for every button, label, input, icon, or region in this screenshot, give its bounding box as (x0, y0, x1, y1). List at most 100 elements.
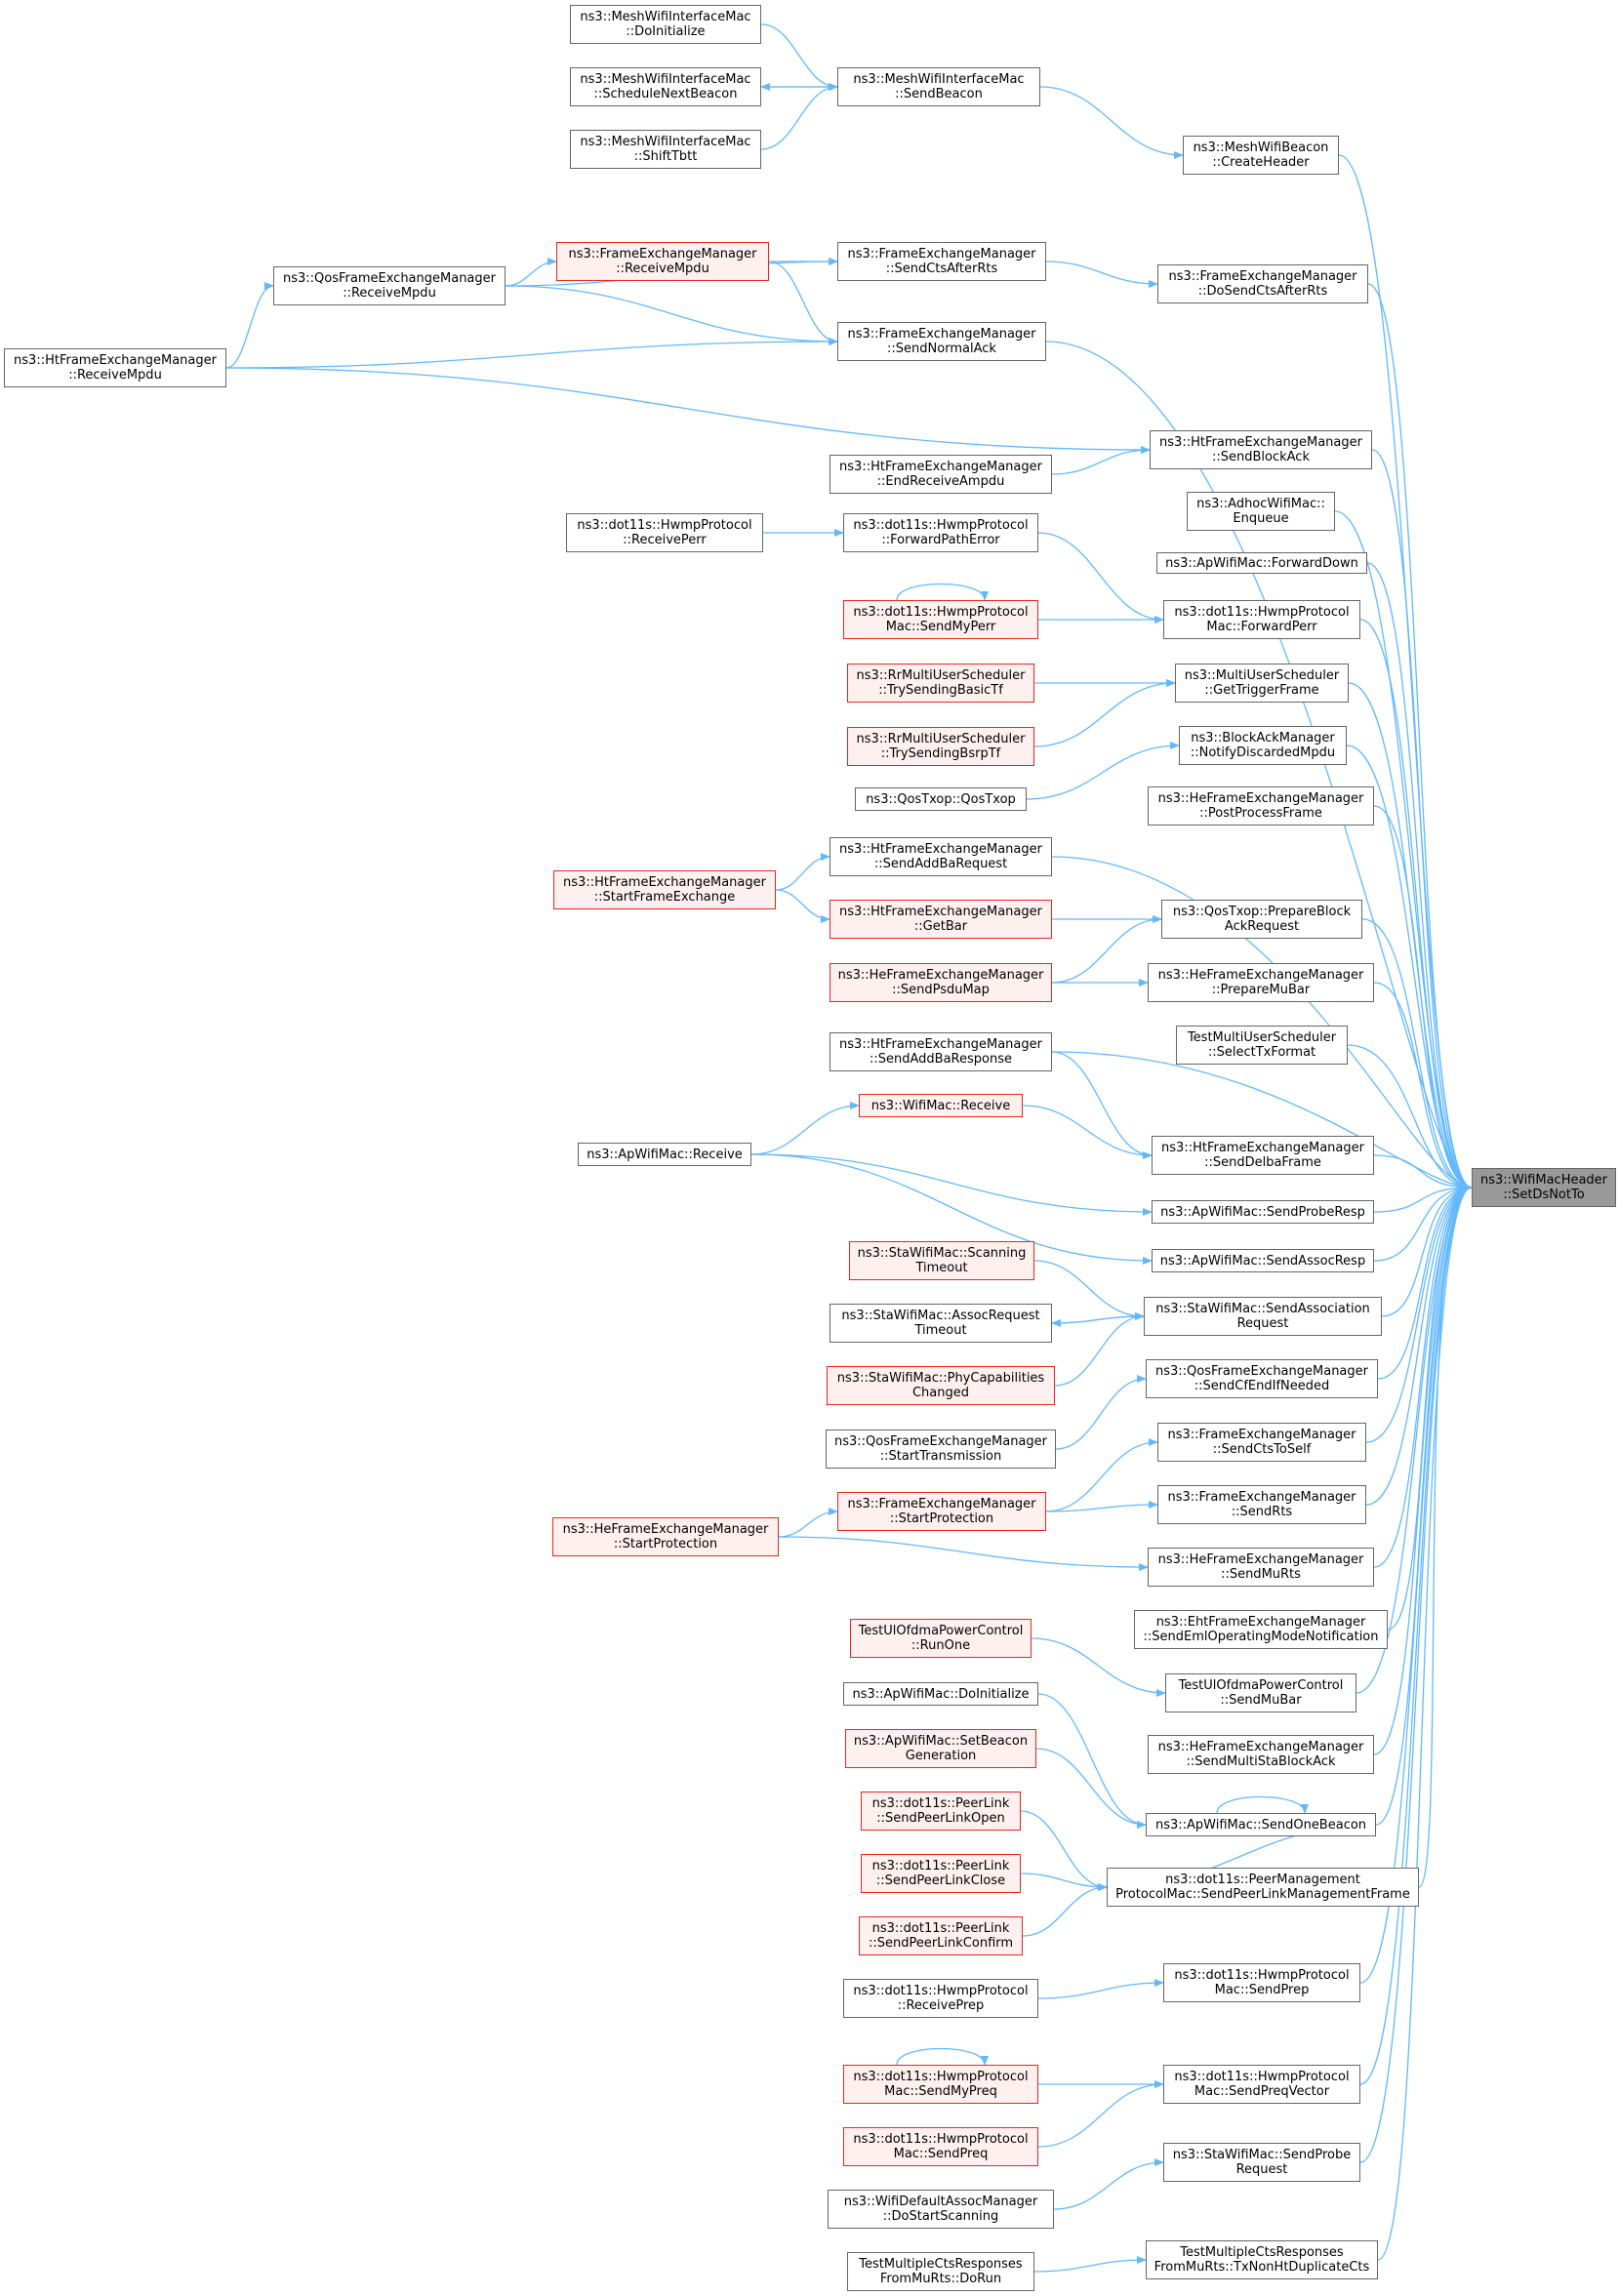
node-label-line: ns3::HtFrameExchangeManager (1161, 1141, 1364, 1155)
node-rr-try-sending-bsrp-tf[interactable]: ns3::RrMultiUserScheduler::TrySendingBsr… (847, 727, 1034, 766)
call-edge-to-target (1371, 449, 1473, 1191)
node-peer-link-send-confirm[interactable]: ns3::dot11s::PeerLink::SendPeerLinkConfi… (859, 1916, 1023, 1955)
node-set-ds-not-to[interactable]: ns3::WifiMacHeader::SetDsNotTo (1472, 1168, 1616, 1207)
call-edge-to-target (1373, 805, 1473, 1191)
node-eht-fem-send-eml-operating-mode-notification[interactable]: ns3::EhtFrameExchangeManager::SendEmlOpe… (1134, 1610, 1388, 1649)
node-label-line: ns3::MeshWifiBeacon (1193, 141, 1329, 155)
node-qos-fem-receive-mpdu[interactable]: ns3::QosFrameExchangeManager::ReceiveMpd… (273, 266, 506, 305)
node-ap-wifi-mac-send-probe-resp[interactable]: ns3::ApWifiMac::SendProbeResp (1152, 1200, 1374, 1224)
node-wifi-default-assoc-manager-do-start-scanning[interactable]: ns3::WifiDefaultAssocManager::DoStartSca… (828, 2190, 1054, 2229)
node-label-line: ProtocolMac::SendPeerLinkManagementFrame (1115, 1887, 1410, 1902)
node-peer-link-send-close[interactable]: ns3::dot11s::PeerLink::SendPeerLinkClose (861, 1854, 1021, 1893)
node-ht-fem-send-addba-request[interactable]: ns3::HtFrameExchangeManager::SendAddBaRe… (830, 837, 1052, 876)
node-test-ul-ofdma-run-one[interactable]: TestUlOfdmaPowerControl::RunOne (850, 1619, 1032, 1658)
node-peer-link-send-open[interactable]: ns3::dot11s::PeerLink::SendPeerLinkOpen (861, 1792, 1021, 1831)
call-edge (760, 23, 838, 91)
node-fem-send-cts-after-rts[interactable]: ns3::FrameExchangeManager::SendCtsAfterR… (837, 242, 1046, 281)
node-adhoc-wifi-mac-enqueue[interactable]: ns3::AdhocWifiMac::Enqueue (1187, 492, 1335, 531)
node-ht-fem-end-receive-ampdu[interactable]: ns3::HtFrameExchangeManager::EndReceiveA… (830, 455, 1052, 494)
call-edge (750, 1102, 860, 1155)
node-test-mus-select-tx-format[interactable]: TestMultiUserScheduler::SelectTxFormat (1176, 1026, 1348, 1065)
node-mesh-wifi-beacon-create-header[interactable]: ns3::MeshWifiBeacon::CreateHeader (1183, 136, 1339, 175)
node-label-line: ns3::HtFrameExchangeManager (839, 1037, 1042, 1052)
node-fem-send-normal-ack[interactable]: ns3::FrameExchangeManager::SendNormalAck (837, 322, 1046, 361)
node-label-line: ns3::HtFrameExchangeManager (1159, 435, 1362, 450)
node-label-line: ::SendMuBar (1220, 1693, 1302, 1708)
node-ap-wifi-mac-forward-down[interactable]: ns3::ApWifiMac::ForwardDown (1156, 552, 1367, 574)
node-hwmp-receive-perr[interactable]: ns3::dot11s::HwmpProtocol::ReceivePerr (566, 513, 763, 552)
node-label-line: FromMuRts::DoRun (879, 2272, 1002, 2286)
call-edge-to-target (1377, 1184, 1473, 1380)
node-wifi-mac-receive[interactable]: ns3::WifiMac::Receive (859, 1094, 1023, 1117)
node-label-line: ::SendAddBaResponse (870, 1052, 1012, 1067)
node-he-fem-send-multi-sta-block-ack[interactable]: ns3::HeFrameExchangeManager::SendMultiSt… (1148, 1735, 1374, 1774)
node-label-line: ::StartTransmission (879, 1449, 1002, 1464)
node-label-line: ::SendPeerLinkClose (875, 1873, 1006, 1888)
node-ap-wifi-mac-do-initialize[interactable]: ns3::ApWifiMac::DoInitialize (843, 1682, 1038, 1706)
node-label-line: ns3::BlockAckManager (1191, 731, 1335, 745)
node-fem-start-protection[interactable]: ns3::FrameExchangeManager::StartProtecti… (837, 1492, 1046, 1531)
node-qostxop-qostxop[interactable]: ns3::QosTxop::QosTxop (855, 787, 1027, 811)
node-mesh-wifi-interface-mac-shift-tbtt[interactable]: ns3::MeshWifiInterfaceMac::ShiftTbtt (570, 130, 761, 169)
node-ht-fem-send-block-ack[interactable]: ns3::HtFrameExchangeManager::SendBlockAc… (1150, 430, 1372, 469)
node-label-line: ::EndReceiveAmpdu (876, 474, 1005, 489)
call-edge-to-target (1347, 1044, 1473, 1191)
node-label-line: ns3::QosFrameExchangeManager (833, 1434, 1047, 1449)
node-ap-wifi-mac-send-one-beacon[interactable]: ns3::ApWifiMac::SendOneBeacon (1146, 1813, 1376, 1836)
node-fem-do-send-cts-after-rts[interactable]: ns3::FrameExchangeManager::DoSendCtsAfte… (1157, 264, 1368, 303)
node-mus-get-trigger-frame[interactable]: ns3::MultiUserScheduler::GetTriggerFrame (1175, 664, 1349, 703)
node-label-line: ::SetDsNotTo (1503, 1188, 1585, 1202)
call-edge (1051, 915, 1162, 984)
node-mesh-wifi-interface-mac-send-beacon[interactable]: ns3::MeshWifiInterfaceMac::SendBeacon (837, 67, 1040, 106)
node-label-line: ns3::WifiDefaultAssocManager (843, 2195, 1038, 2209)
node-label-line: TestMultiUserScheduler (1187, 1030, 1337, 1045)
node-he-fem-start-protection[interactable]: ns3::HeFrameExchangeManager::StartProtec… (552, 1517, 779, 1556)
node-label-line: ns3::FrameExchangeManager (568, 247, 757, 262)
node-hwmp-forward-path-error[interactable]: ns3::dot11s::HwmpProtocol::ForwardPathEr… (843, 513, 1038, 552)
node-bam-notify-discarded-mpdu[interactable]: ns3::BlockAckManager::NotifyDiscardedMpd… (1179, 726, 1347, 765)
node-qos-fem-start-transmission[interactable]: ns3::QosFrameExchangeManager::StartTrans… (826, 1430, 1056, 1469)
node-qos-fem-send-cf-end-if-needed[interactable]: ns3::QosFrameExchangeManager::SendCfEndI… (1146, 1359, 1378, 1398)
node-label-line: ns3::dot11s::HwmpProtocol (853, 518, 1029, 533)
node-mesh-wifi-interface-mac-schedule-next-beacon[interactable]: ns3::MeshWifiInterfaceMac::ScheduleNextB… (570, 67, 761, 106)
node-label-line: TestMultipleCtsResponses (1180, 2245, 1344, 2260)
node-ap-wifi-mac-receive[interactable]: ns3::ApWifiMac::Receive (578, 1143, 751, 1166)
node-ap-wifi-mac-send-assoc-resp[interactable]: ns3::ApWifiMac::SendAssocResp (1152, 1249, 1374, 1272)
node-hwmp-receive-prep[interactable]: ns3::dot11s::HwmpProtocol::ReceivePrep (843, 1979, 1038, 2018)
node-ht-fem-get-bar[interactable]: ns3::HtFrameExchangeManager::GetBar (830, 900, 1052, 939)
node-fem-send-rts[interactable]: ns3::FrameExchangeManager::SendRts (1157, 1485, 1366, 1524)
node-he-fem-send-psdu-map[interactable]: ns3::HeFrameExchangeManager::SendPsduMap (830, 963, 1052, 1002)
node-he-fem-send-mu-rts[interactable]: ns3::HeFrameExchangeManager::SendMuRts (1148, 1548, 1374, 1587)
node-ht-fem-start-frame-exchange[interactable]: ns3::HtFrameExchangeManager::StartFrameE… (553, 870, 776, 909)
node-he-fem-post-process-frame[interactable]: ns3::HeFrameExchangeManager::PostProcess… (1148, 786, 1374, 826)
node-ht-fem-send-delba-frame[interactable]: ns3::HtFrameExchangeManager::SendDelbaFr… (1152, 1136, 1374, 1175)
node-ht-fem-send-addba-response[interactable]: ns3::HtFrameExchangeManager::SendAddBaRe… (830, 1032, 1052, 1071)
node-label-line: ns3::HeFrameExchangeManager (1157, 791, 1364, 806)
node-fem-receive-mpdu[interactable]: ns3::FrameExchangeManager::ReceiveMpdu (556, 242, 769, 281)
node-fem-send-cts-to-self[interactable]: ns3::FrameExchangeManager::SendCtsToSelf (1157, 1423, 1366, 1462)
node-label-line: ns3::dot11s::PeerLink (871, 1859, 1010, 1873)
node-label-line: ns3::ApWifiMac::SendAssocResp (1159, 1253, 1366, 1269)
node-test-ul-ofdma-send-mu-bar[interactable]: TestUlOfdmaPowerControl::SendMuBar (1165, 1673, 1356, 1712)
node-mesh-wifi-interface-mac-do-initialize[interactable]: ns3::MeshWifiInterfaceMac::DoInitialize (570, 5, 761, 44)
node-ht-fem-receive-mpdu[interactable]: ns3::HtFrameExchangeManager::ReceiveMpdu (4, 348, 226, 387)
node-label-line: ns3::dot11s::PeerLink (871, 1796, 1010, 1811)
node-rr-try-sending-basic-tf[interactable]: ns3::RrMultiUserScheduler::TrySendingBas… (847, 664, 1034, 703)
node-he-fem-prepare-mu-bar[interactable]: ns3::HeFrameExchangeManager::PrepareMuBa… (1148, 963, 1374, 1002)
